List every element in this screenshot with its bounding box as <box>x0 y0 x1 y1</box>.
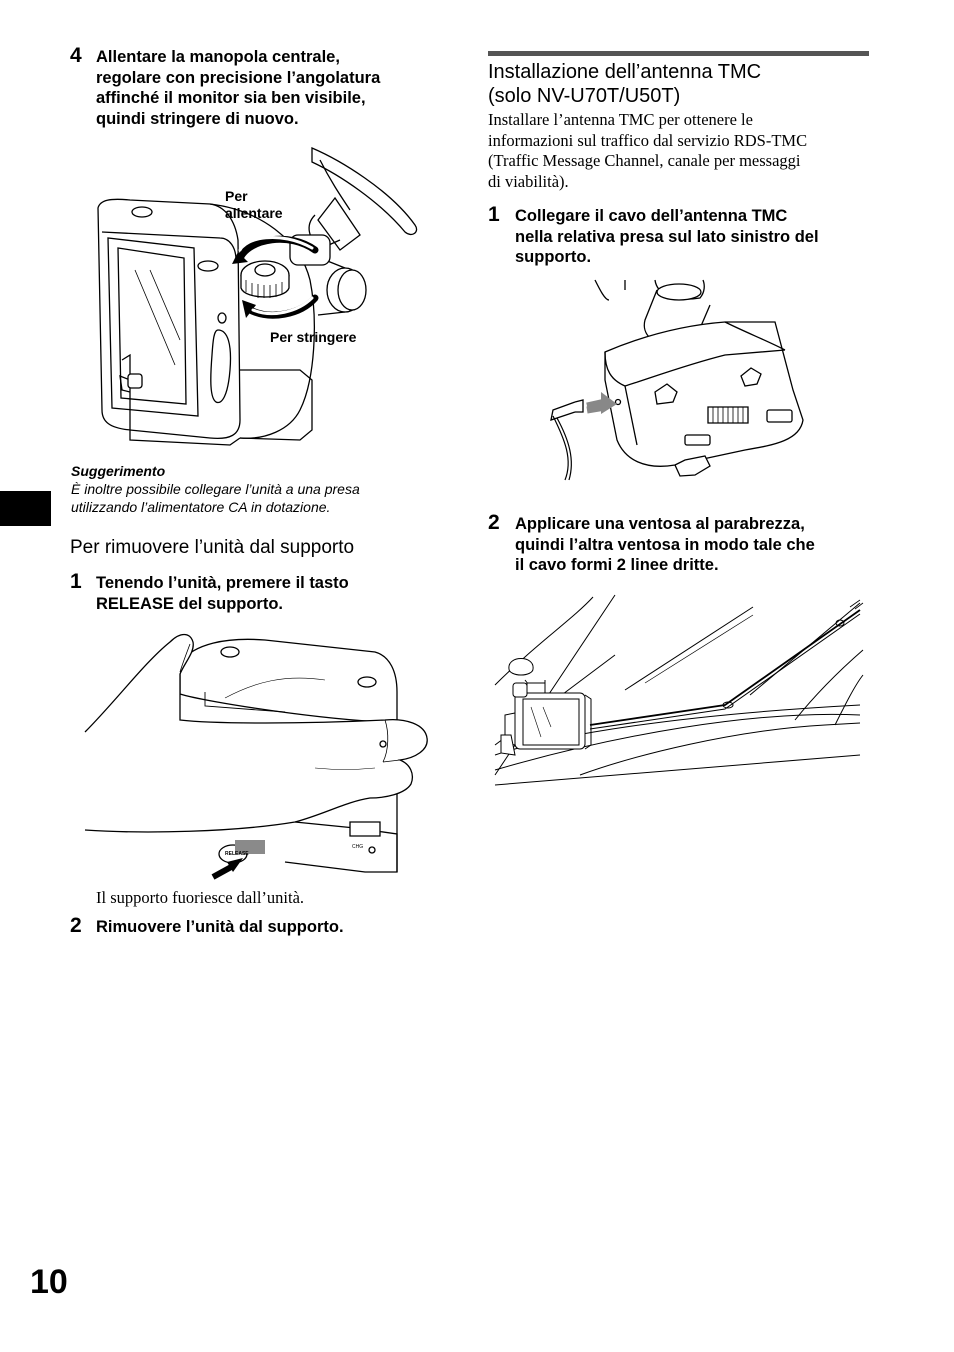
section-title-line: Installazione dell’antenna TMC <box>488 61 762 83</box>
section-tab-marker <box>0 491 51 526</box>
tip-line: È inoltre possibile collegare l’unità a … <box>71 481 360 497</box>
label-tighten: Per stringere <box>270 329 357 345</box>
section-title-tmc: Installazione dell’antenna TMC (solo NV-… <box>488 60 761 108</box>
step-1-right-line: supporto. <box>515 248 592 266</box>
step-4-line: regolare con precisione l’angolatura <box>96 68 381 87</box>
tip-title: Suggerimento <box>71 463 166 479</box>
section-rule <box>488 51 869 56</box>
monitor-knob-illustration <box>90 140 430 450</box>
step-number-4: 4 <box>70 44 82 67</box>
section-title-remove: Per rimuovere l’unità dal supporto <box>70 537 355 558</box>
release-label: RELEASE <box>225 851 249 857</box>
step-2-text: Rimuovere l’unità dal supporto. <box>96 918 344 936</box>
windshield-installation-illustration <box>495 595 865 795</box>
step-number-1: 1 <box>70 570 82 593</box>
step-2-right-line: Applicare una ventosa al parabrezza, <box>515 515 805 533</box>
step-2-right-line: quindi l’altra ventosa in modo tale che <box>515 535 815 554</box>
step-4-text: Allentare la manopola centrale, regolare… <box>96 47 456 129</box>
intro-paragraph: Installare l’antenna TMC per ottenere le… <box>488 110 868 192</box>
step-1-right-text: Collegare il cavo dell’antenna TMC nella… <box>515 206 875 268</box>
figure-caption: Il supporto fuoriesce dall’unità. <box>96 888 305 907</box>
intro-line: Installare l’antenna TMC per ottenere le <box>488 110 753 129</box>
tip-block: Suggerimento È inoltre possibile collega… <box>71 462 441 516</box>
step-4-line: Allentare la manopola centrale, <box>96 48 340 66</box>
tip-line: utilizzando l’alimentatore CA in dotazio… <box>71 499 331 515</box>
intro-line: (Traffic Message Channel, canale per mes… <box>488 151 801 170</box>
antenna-cradle-illustration <box>545 280 830 485</box>
step-4-line: quindi stringere di nuovo. <box>96 109 299 128</box>
section-title-line: (solo NV-U70T/U50T) <box>488 85 681 107</box>
step-2-right-line: il cavo formi 2 linee dritte. <box>515 556 719 574</box>
step-number-2-right: 2 <box>488 511 500 534</box>
release-button-illustration <box>85 622 435 884</box>
step-number-1-right: 1 <box>488 203 500 226</box>
step-1-text: Tenendo l’unità, premere il tasto RELEAS… <box>96 573 436 614</box>
intro-line: di viabilità). <box>488 171 569 191</box>
intro-line: informazioni sul traffico dal servizio R… <box>488 130 808 150</box>
step-number-2: 2 <box>70 914 82 937</box>
step-1-line: RELEASE del supporto. <box>96 594 284 613</box>
step-2-right-text: Applicare una ventosa al parabrezza, qui… <box>515 514 875 576</box>
label-loosen-line: Per <box>225 188 248 204</box>
page-number: 10 <box>30 1263 68 1301</box>
step-1-line: Tenendo l’unità, premere il tasto <box>96 574 349 592</box>
step-1-right-line: nella relativa presa sul lato sinistro d… <box>515 227 819 246</box>
step-1-right-line: Collegare il cavo dell’antenna TMC <box>515 207 788 225</box>
label-loosen: Per allentare <box>225 188 283 222</box>
step-4-line: affinché il monitor sia ben visibile, <box>96 89 366 107</box>
chg-label: CHG <box>352 844 364 850</box>
label-loosen-line: allentare <box>225 205 283 221</box>
